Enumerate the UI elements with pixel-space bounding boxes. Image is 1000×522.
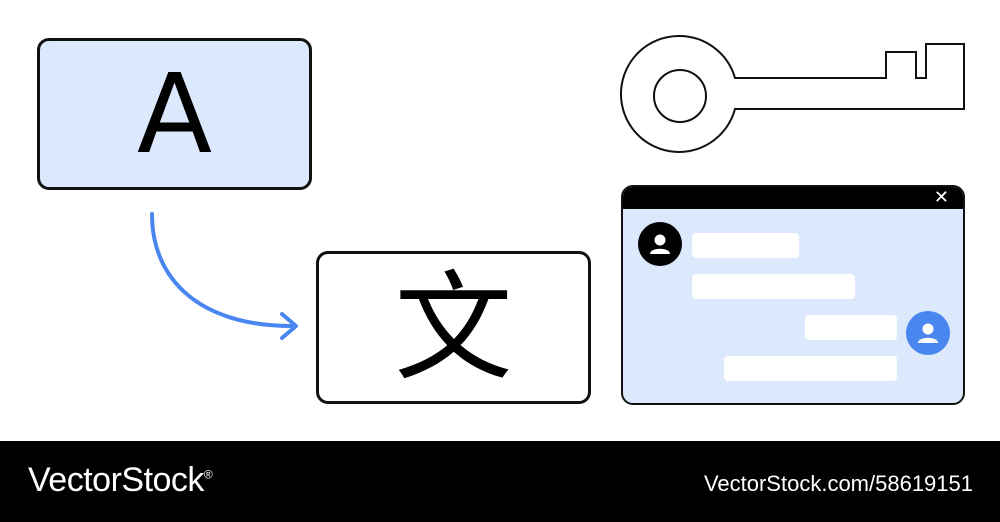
illustration: A 文 ✕ (37, 34, 965, 405)
key-icon (620, 34, 965, 153)
message-bubble (692, 274, 855, 299)
chat-window: ✕ (621, 185, 965, 405)
brand-mark: ® (203, 467, 213, 482)
chinese-character: 文 (394, 258, 513, 397)
message-bubble (692, 233, 799, 258)
source-letter-box: A (37, 38, 312, 190)
message-bubble (805, 315, 897, 340)
watermark-footer: VectorStock® VectorStock.com/58619151 (0, 441, 1000, 522)
close-icon[interactable]: ✕ (933, 187, 949, 208)
brand-name: VectorStock (28, 461, 204, 499)
message-bubble (724, 356, 897, 381)
chat-title-bar: ✕ (623, 187, 963, 209)
curved-arrow-icon (150, 212, 298, 340)
user-avatar-icon (906, 311, 950, 355)
latin-letter: A (136, 50, 213, 178)
stock-id: VectorStock.com/58619151 (703, 471, 973, 496)
brand-logo: VectorStock® (28, 461, 213, 500)
target-character-box: 文 (316, 251, 591, 404)
user-avatar-icon (638, 222, 682, 266)
